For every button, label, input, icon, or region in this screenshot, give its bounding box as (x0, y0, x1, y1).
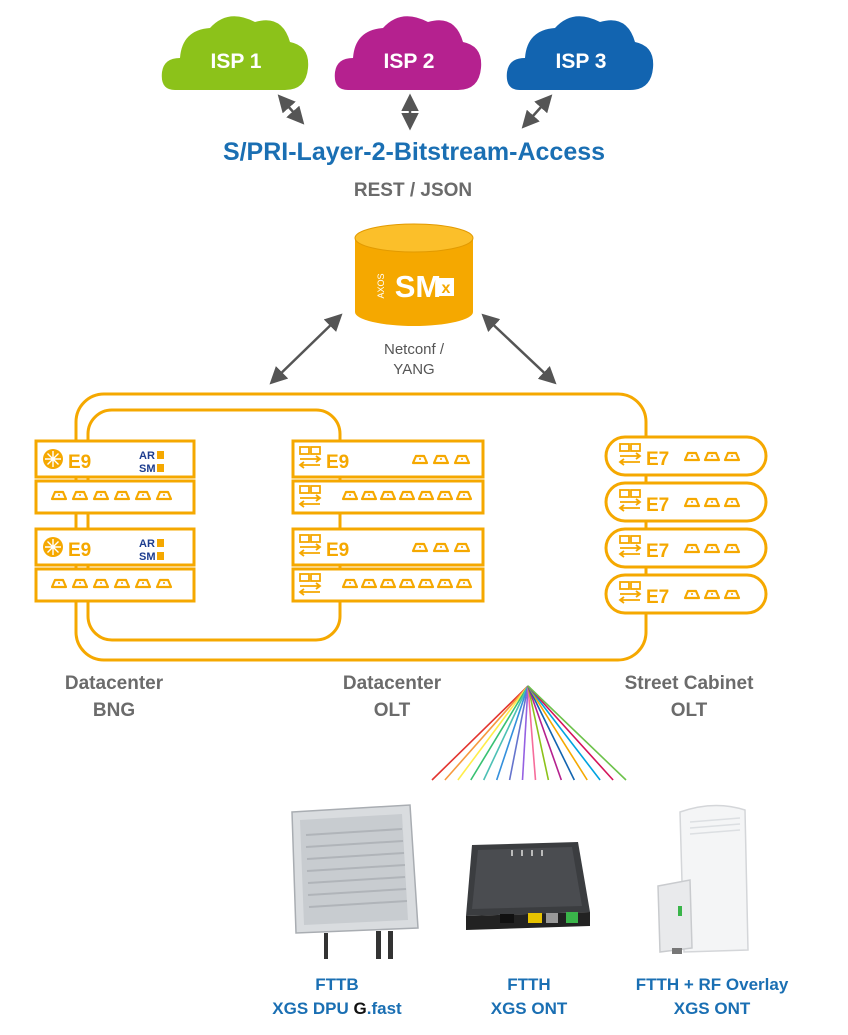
fiber-line (527, 685, 537, 781)
smx-brand-small: AXOS (376, 273, 386, 298)
fiber-line (527, 685, 563, 781)
fiber-line (527, 685, 614, 781)
arrow-netconf-right (481, 313, 557, 385)
endpoint-fttb-line2a: XGS DPU (272, 999, 353, 1018)
group-street-olt-line1: Street Cabinet (625, 673, 754, 694)
group-street-olt-line2: OLT (671, 700, 708, 721)
fiber-line (457, 685, 529, 781)
endpoint-fttb-line2: XGS DPU G.fast (272, 999, 402, 1018)
bng-stack-2: E9 AR SM (34, 527, 196, 603)
arrow-isp3 (521, 94, 553, 129)
cloud-isp2-label: ISP 2 (384, 50, 435, 73)
fiber-line (527, 685, 601, 781)
arrow-netconf-left (269, 313, 343, 385)
street-e7-1-model: E7 (646, 449, 669, 470)
group-bng-line1: Datacenter (65, 673, 164, 694)
bng-1-sm: SM (139, 463, 156, 475)
group-dc-olt-line2: OLT (374, 700, 411, 721)
street-e7-2-model: E7 (646, 495, 669, 516)
inner-ring (86, 408, 342, 642)
cloud-isp1-label: ISP 1 (211, 50, 262, 73)
endpoint-fttb-line2c: .fast (367, 999, 402, 1018)
smx-brand: SM (395, 269, 442, 304)
fiber-line (527, 685, 576, 781)
fiber-line (444, 685, 529, 781)
endpoint-fttb-line2b: G (354, 999, 367, 1018)
fiber-line (527, 685, 588, 781)
ont-device-image (466, 842, 590, 930)
protocol-mid-line1: Netconf / (384, 341, 445, 358)
endpoint-ftth-line2: XGS ONT (491, 999, 568, 1018)
fiber-line (527, 685, 550, 781)
group-dc-olt-line1: Datacenter (343, 673, 442, 694)
street-e7-4-model: E7 (646, 587, 669, 608)
cloud-isp3 (506, 16, 654, 91)
dpu-device-image (291, 804, 419, 959)
fiber-line (431, 685, 529, 781)
cloud-isp2 (334, 16, 482, 91)
street-e7-1: E7 (604, 435, 768, 477)
cloud-isp3-label: ISP 3 (556, 50, 607, 73)
protocol-top-title: S/PRI-Layer-2-Bitstream-Access (223, 138, 605, 166)
smx-database-icon: AXOS SM x (354, 223, 474, 326)
endpoint-rf-line2: XGS ONT (674, 999, 751, 1018)
rf-ont-device-image (657, 804, 749, 954)
protocol-mid-line2: YANG (393, 361, 434, 378)
street-e7-2: E7 (604, 481, 768, 523)
bng-stack-1: E9 AR SM (34, 439, 196, 515)
street-e7-4: E7 (604, 573, 768, 615)
fiber-line (470, 685, 529, 781)
fiber-line (527, 685, 627, 781)
dc-olt-2-model: E9 (326, 540, 349, 561)
outer-ring (74, 392, 648, 662)
protocol-top-subtitle: REST / JSON (354, 180, 472, 201)
bng-2-sm: SM (139, 551, 156, 563)
arrow-isp1 (277, 94, 305, 125)
bng-2-model: E9 (68, 540, 91, 561)
bng-1-model: E9 (68, 452, 91, 473)
bng-2-ar: AR (139, 538, 155, 550)
smx-badge: x (442, 280, 451, 297)
endpoint-ftth-line1: FTTH (507, 975, 550, 994)
dc-olt-stack-1: E9 (291, 439, 485, 515)
fiber-line (482, 685, 529, 781)
street-e7-3-model: E7 (646, 541, 669, 562)
fiber-line (508, 685, 529, 781)
dc-olt-stack-2: E9 (291, 527, 485, 603)
street-e7-3: E7 (604, 527, 768, 569)
endpoint-rf-line1: FTTH + RF Overlay (636, 975, 789, 994)
fiber-line (495, 685, 529, 781)
bng-1-ar: AR (139, 450, 155, 462)
fiber-line (521, 685, 529, 781)
endpoint-fttb-line1: FTTB (315, 975, 358, 994)
dc-olt-1-model: E9 (326, 452, 349, 473)
group-bng-line2: BNG (93, 700, 135, 721)
fiber-fan (431, 685, 627, 781)
cloud-isp1 (161, 16, 309, 91)
